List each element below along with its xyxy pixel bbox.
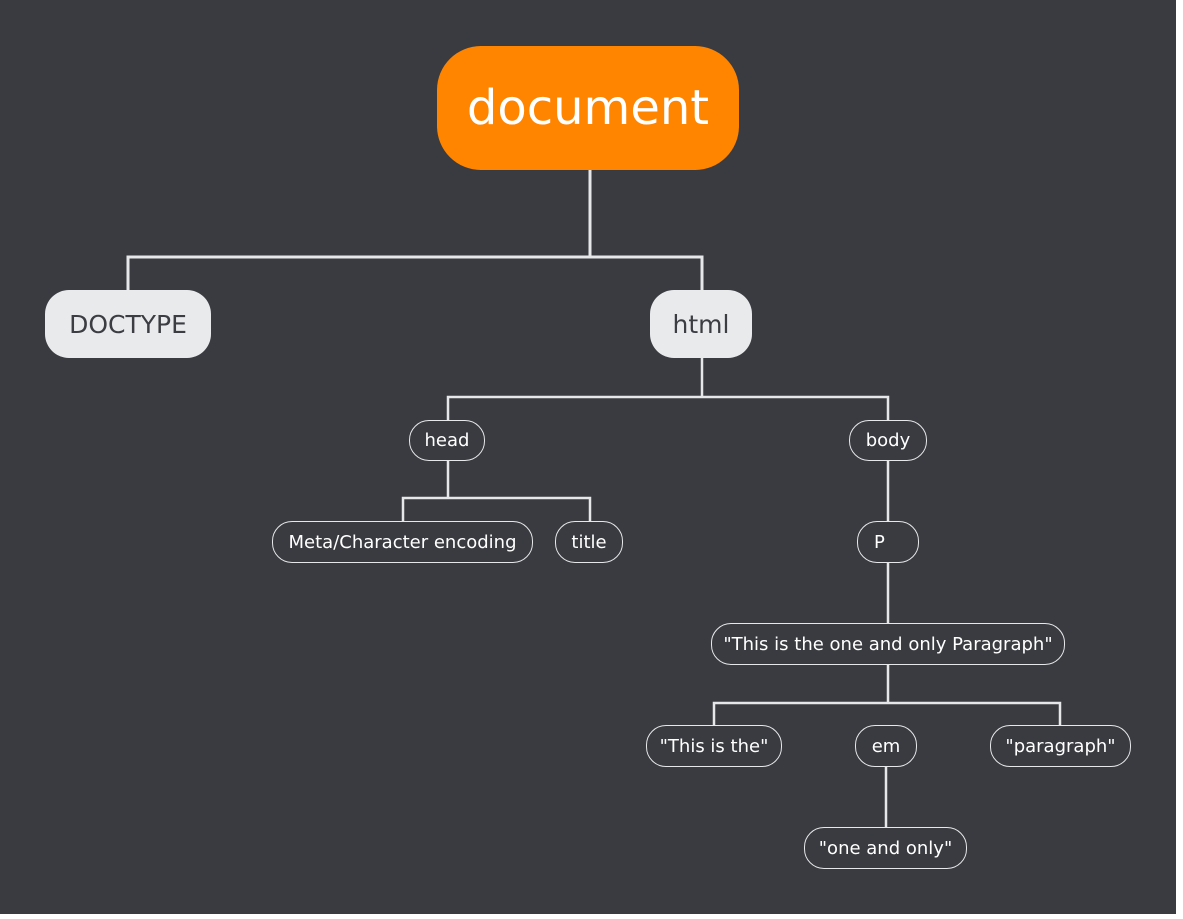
node-document[interactable]: document	[437, 46, 739, 170]
connector-html-children	[446, 358, 890, 420]
node-p[interactable]: P	[857, 521, 919, 563]
node-head-label: head	[424, 430, 470, 451]
node-em[interactable]: em	[855, 725, 917, 767]
node-this-is-the-label: "This is the"	[659, 735, 769, 757]
node-doctype[interactable]: DOCTYPE	[45, 290, 211, 358]
node-p-label: P	[874, 531, 885, 553]
connector-text-children	[712, 665, 1062, 725]
node-doctype-label: DOCTYPE	[69, 309, 187, 339]
node-title[interactable]: title	[555, 521, 623, 563]
node-meta-label: Meta/Character encoding	[288, 531, 517, 553]
connector-document-children	[126, 170, 704, 290]
node-html-label: html	[672, 309, 730, 339]
node-paragraph-text[interactable]: "This is the one and only Paragraph"	[711, 623, 1065, 665]
node-one-and-only-label: "one and only"	[818, 837, 953, 859]
node-document-label: document	[466, 80, 710, 136]
node-this-is-the[interactable]: "This is the"	[646, 725, 782, 767]
node-paragraph-word-label: "paragraph"	[1005, 735, 1116, 757]
node-one-and-only[interactable]: "one and only"	[804, 827, 967, 869]
node-paragraph-text-label: "This is the one and only Paragraph"	[723, 633, 1053, 655]
node-em-label: em	[871, 735, 901, 757]
node-meta[interactable]: Meta/Character encoding	[272, 521, 533, 563]
node-body[interactable]: body	[849, 420, 927, 461]
node-paragraph-word[interactable]: "paragraph"	[990, 725, 1131, 767]
node-body-label: body	[865, 430, 911, 451]
node-title-label: title	[571, 531, 607, 553]
node-head[interactable]: head	[409, 420, 485, 461]
node-html[interactable]: html	[650, 290, 752, 358]
connector-head-children	[401, 461, 592, 521]
